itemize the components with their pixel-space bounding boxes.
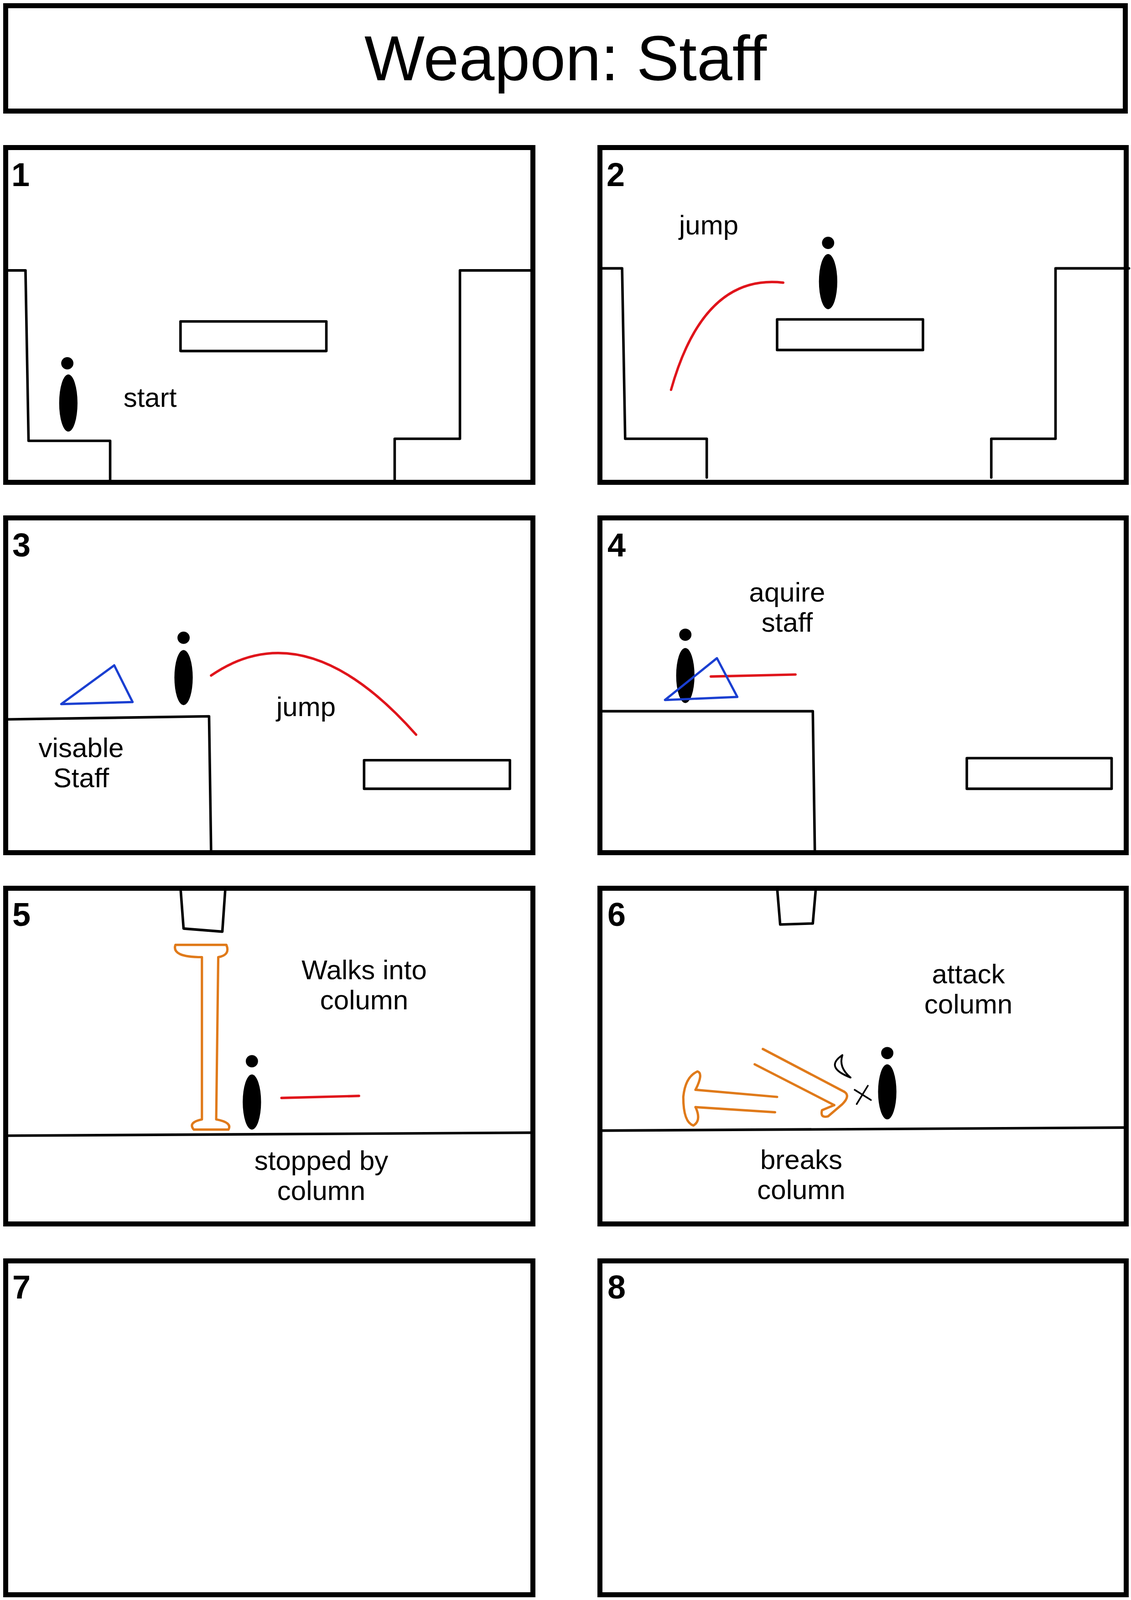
storyboard-panel: 1 start (3, 145, 536, 485)
storyboard-panel: 8 (597, 1258, 1129, 1598)
panel-note: breaks column (719, 1144, 883, 1205)
storyboard-panel: 7 (3, 1258, 536, 1598)
storyboard-panel: 4 aquire staff (597, 515, 1129, 856)
panel-number: 1 (11, 158, 30, 192)
storyboard-panel: 5Walks into column stopped by column (3, 885, 536, 1227)
panel-note: attack column (892, 959, 1045, 1020)
panel-note: Walks into column (267, 954, 462, 1016)
panel-note: jump (657, 210, 760, 241)
panel-number: 6 (607, 897, 626, 931)
title-box: Weapon: Staff (3, 3, 1128, 114)
panel-note: jump (254, 691, 358, 722)
panel-note: stopped by column (219, 1145, 424, 1206)
panel-number: 8 (607, 1270, 626, 1304)
panel-number: 3 (12, 528, 31, 562)
storyboard-panel: 3 visable Staff jump (3, 515, 536, 856)
storyboard-panel: 6 attack column breaks column (597, 885, 1129, 1227)
panel-number: 4 (607, 528, 626, 562)
panel-note: aquire staff (726, 577, 849, 638)
panel-number: 2 (606, 158, 625, 192)
panel-number: 5 (12, 897, 31, 931)
panel-note: visable Staff (12, 732, 151, 794)
storyboard-panel: 2 jump (597, 145, 1129, 485)
panel-number: 7 (12, 1270, 31, 1304)
title-text: Weapon: Staff (364, 23, 767, 94)
panel-note: start (93, 382, 207, 413)
